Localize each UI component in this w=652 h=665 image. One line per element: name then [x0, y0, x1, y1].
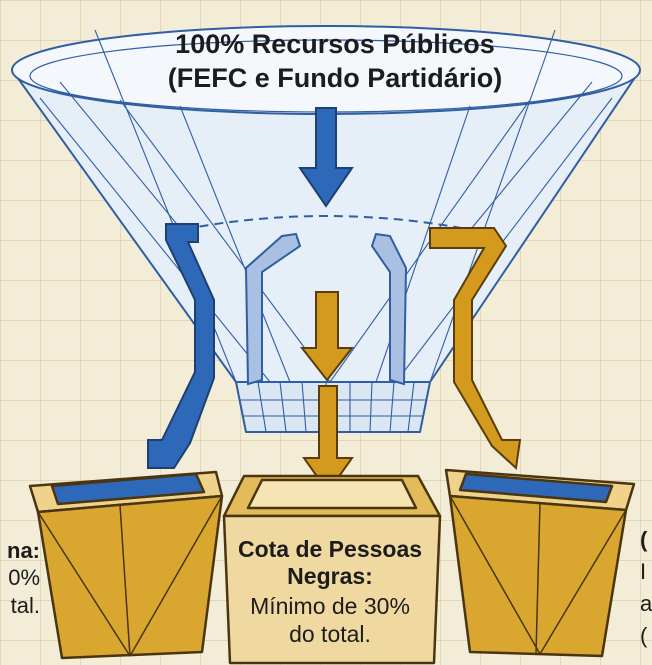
- left-light-chevron: [244, 232, 302, 386]
- center-box-label-line3: Mínimo de 30%: [250, 593, 410, 619]
- center-gold-arrow: [299, 291, 355, 382]
- right-box-label-line4: (: [640, 623, 648, 648]
- top-arrow: [298, 107, 354, 208]
- funnel-waterline: [169, 215, 483, 233]
- left-box-label-line1: na:: [7, 538, 40, 563]
- right-box-label-line1: (: [640, 527, 648, 552]
- right-light-chevron: [370, 232, 408, 386]
- left-box: [28, 470, 224, 660]
- center-box: [222, 474, 442, 665]
- center-box-label-line1: Cota de Pessoas: [237, 536, 423, 562]
- left-box-label-line3: tal.: [10, 593, 40, 618]
- center-box-label-line2: Negras:: [287, 563, 373, 589]
- right-box-label-line3: a: [640, 591, 652, 616]
- right-box-label-line2: I: [640, 559, 647, 584]
- center-box-label-line4: do total.: [289, 621, 371, 647]
- left-box-label-line2: 0%: [8, 565, 40, 590]
- funnel-title-line2: (FEFC e Fundo Partidário): [167, 63, 503, 93]
- funnel-title-line1: 100% Recursos Públicos: [175, 29, 495, 59]
- left-blue-arrow: [147, 223, 215, 469]
- right-box: [444, 468, 636, 658]
- right-gold-arrow: [429, 227, 522, 471]
